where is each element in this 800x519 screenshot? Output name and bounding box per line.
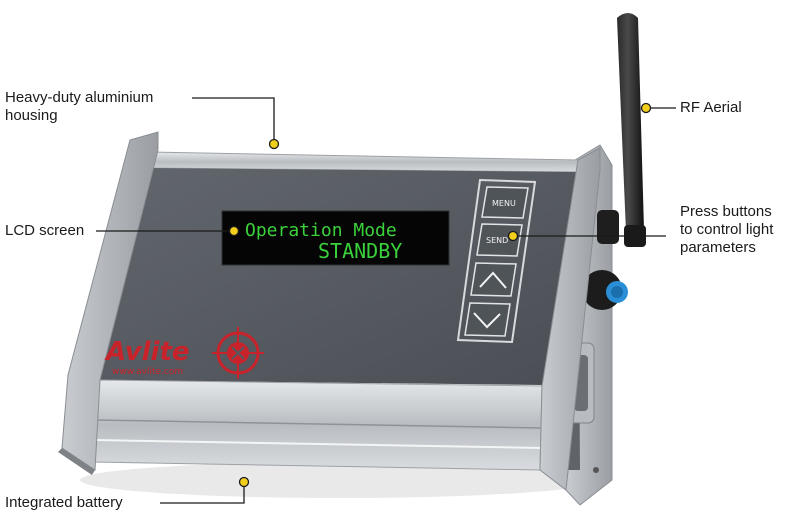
label-lcd-screen: LCD screen [5,222,85,239]
brand-url: www.avlite.com [112,367,183,377]
label-press-line-1: Press buttons [680,203,772,220]
rf-aerial [617,13,646,247]
label-housing: Heavy-duty aluminium housing [5,89,153,125]
aerial-base [597,210,619,244]
chevron-up-icon [479,271,507,289]
bottom-housing [91,379,543,471]
dot-buttons [507,230,519,242]
label-press-buttons: Press buttons to control light parameter… [680,203,773,257]
crosshair-logo-icon [212,327,264,379]
callout-dots [228,102,652,488]
dot-housing [268,138,280,150]
dot-battery [238,476,250,488]
lcd-screen: Operation Mode STANDBY [221,210,450,266]
chevron-down-icon [473,312,501,329]
label-housing-line-2: housing [5,107,58,124]
label-press-line-3: parameters [680,239,756,256]
label-press-line-2: to control light [680,221,774,238]
lcd-line-1: Operation Mode [245,220,397,241]
up-button[interactable] [470,262,517,297]
device-shadow [80,462,600,498]
label-battery: Integrated battery [5,494,123,511]
label-housing-line-1: Heavy-duty aluminium [5,89,154,106]
right-end-frame [539,147,601,491]
dot-lcd [228,225,240,237]
menu-button[interactable]: MENU [481,186,529,219]
leader-battery [160,485,245,504]
leader-housing [192,97,275,140]
down-button[interactable] [464,302,511,337]
dot-rf [640,102,652,114]
keypad: MENU SEND [456,178,537,344]
label-rf-aerial: RF Aerial [680,99,742,116]
brand-name: Avlite [104,337,190,367]
svg-text:MENU: MENU [492,199,516,208]
callout-lines [96,97,676,504]
left-end-plate [58,131,159,475]
lcd-line-2: STANDBY [318,239,402,263]
brand-logo: Avlite www.avlite.com [104,327,264,379]
svg-text:SEND: SEND [486,236,508,245]
